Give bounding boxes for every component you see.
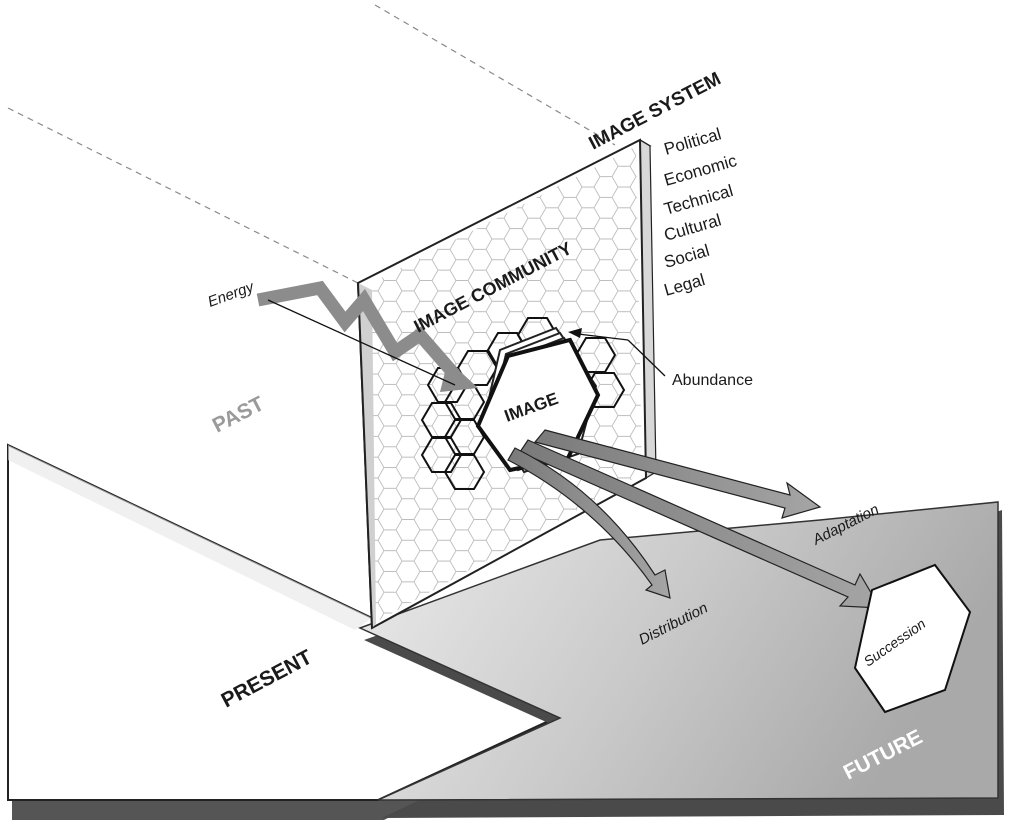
energy-label: Energy (206, 278, 258, 311)
energy-arrow (256, 280, 478, 392)
succession-arrow (519, 439, 882, 609)
perspective-lines (7, 4, 616, 284)
factor-legal: Legal (662, 270, 707, 300)
ground-plane (7, 443, 564, 820)
past-label: PAST (209, 392, 268, 437)
factor-political: Political (662, 124, 724, 158)
abundance-pointer (568, 328, 666, 377)
abundance-label: Abundance (672, 372, 753, 389)
distribution-arrow (507, 447, 671, 599)
adaptation-arrow (533, 429, 822, 519)
succession-hexagon (853, 563, 972, 714)
factor-social: Social (662, 241, 712, 272)
system-factor-list: Political Economic Technical Cultural So… (662, 124, 739, 299)
